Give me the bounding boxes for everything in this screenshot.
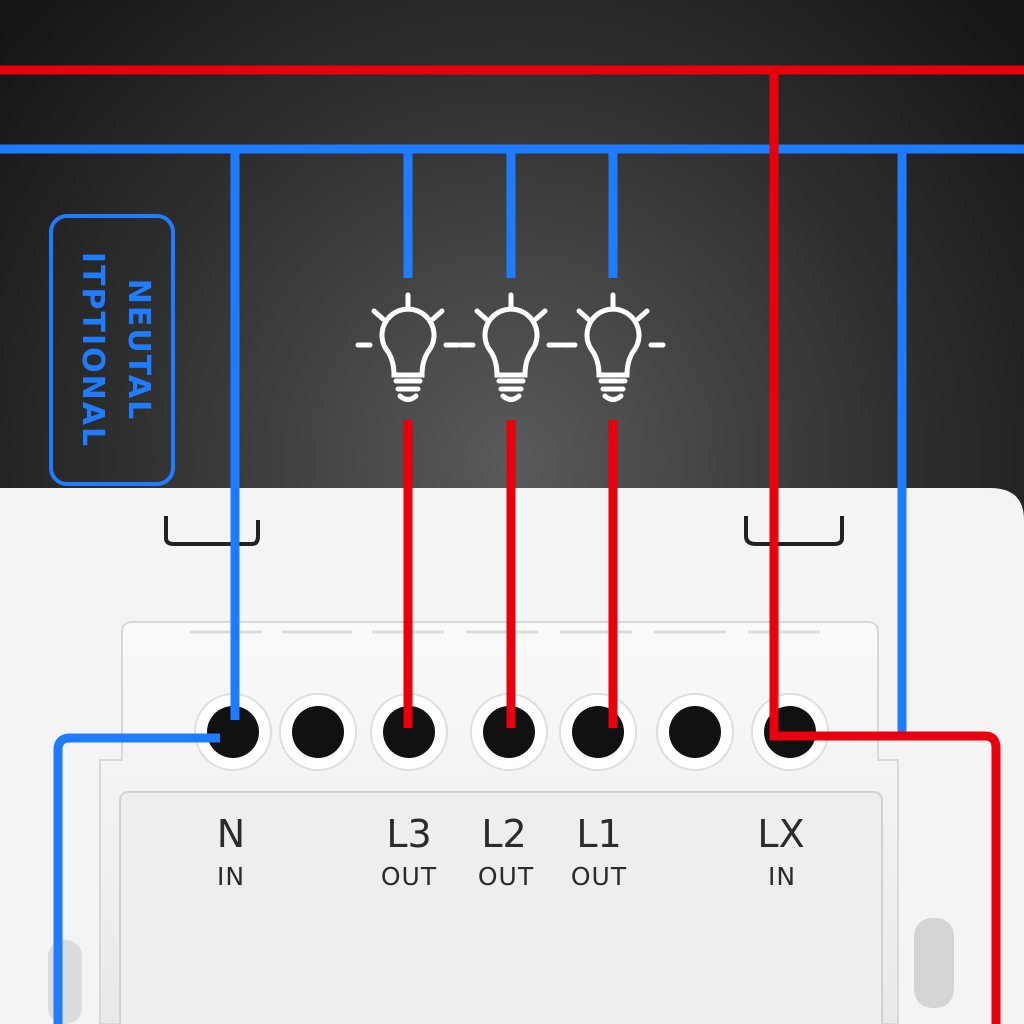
terminal-sub-l3: OUT xyxy=(380,862,438,891)
terminal-label-l3: L3 xyxy=(386,812,432,856)
neutral-wire-n-lower xyxy=(53,733,220,1024)
neutral-box-line2: ITPTIONAL xyxy=(75,251,110,449)
terminal-label-l1: L1 xyxy=(576,812,622,856)
terminal-sub-l2: OUT xyxy=(477,862,535,891)
terminal-sub-n: IN xyxy=(216,862,246,891)
mounting-clip-right xyxy=(744,516,844,546)
terminal-label-n: N xyxy=(216,812,246,856)
terminal-hole-unused-1 xyxy=(279,693,357,771)
terminal-sub-l1: OUT xyxy=(570,862,628,891)
terminal-hole-l3 xyxy=(370,693,448,771)
lightbulb-icon xyxy=(355,292,461,402)
terminal-hole-l1 xyxy=(559,693,637,771)
terminal-hole-unused-5 xyxy=(656,693,734,771)
side-slot-left xyxy=(48,940,82,1024)
neutral-optional-box: NEUTAL ITPTIONAL xyxy=(49,214,175,486)
mounting-clip-left xyxy=(164,516,260,546)
live-wire-lx xyxy=(769,70,1001,1024)
terminal-hole-l2 xyxy=(470,693,548,771)
terminal-sub-lx: IN xyxy=(767,862,797,891)
label-panel xyxy=(119,791,883,1024)
terminal-label-lx: LX xyxy=(757,812,805,856)
terminal-label-l2: L2 xyxy=(481,812,527,856)
bulb-group xyxy=(355,292,666,402)
neutral-box-line1: NEUTAL xyxy=(121,278,156,422)
side-slot-right xyxy=(914,918,954,1008)
